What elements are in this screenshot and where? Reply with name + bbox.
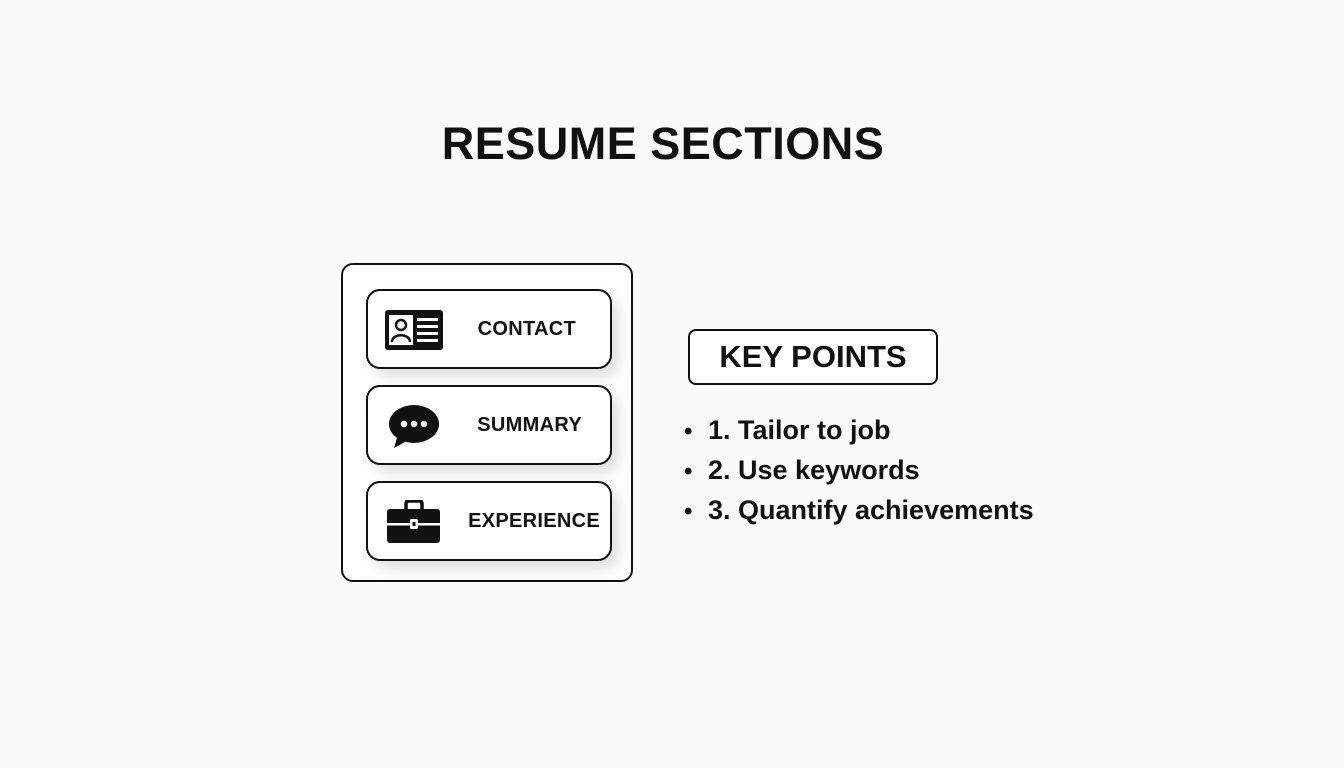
section-label-contact: CONTACT [477, 318, 576, 340]
resume-sections-panel: CONTACT SUMMARY EXPERIENCE [341, 263, 633, 582]
key-points-list: • 1. Tailor to job • 2. Use keywords • 3. Q… [684, 410, 1034, 530]
list-item: • 2. Use keywords [684, 450, 1034, 490]
key-point-text: 3. Quantify achievements [708, 495, 1034, 525]
key-points-heading: KEY POINTS [688, 329, 938, 385]
speech-bubble-icon [389, 405, 439, 448]
list-item: • 3. Quantify achievements [684, 490, 1034, 530]
section-card-contact: CONTACT [366, 289, 612, 369]
key-point-text: 2. Use keywords [708, 455, 920, 485]
bullet-icon: • [684, 498, 693, 525]
key-point-text: 1. Tailor to job [708, 415, 891, 445]
bullet-icon: • [684, 418, 693, 445]
id-card-icon [385, 310, 443, 350]
briefcase-icon [387, 500, 440, 543]
section-label-experience: EXPERIENCE [468, 510, 600, 532]
section-label-summary: SUMMARY [477, 414, 582, 436]
section-card-summary: SUMMARY [366, 385, 612, 465]
bullet-icon: • [684, 458, 693, 485]
list-item: • 1. Tailor to job [684, 410, 1034, 450]
page-title: RESUME SECTIONS [441, 118, 885, 169]
section-card-experience: EXPERIENCE [366, 481, 612, 561]
